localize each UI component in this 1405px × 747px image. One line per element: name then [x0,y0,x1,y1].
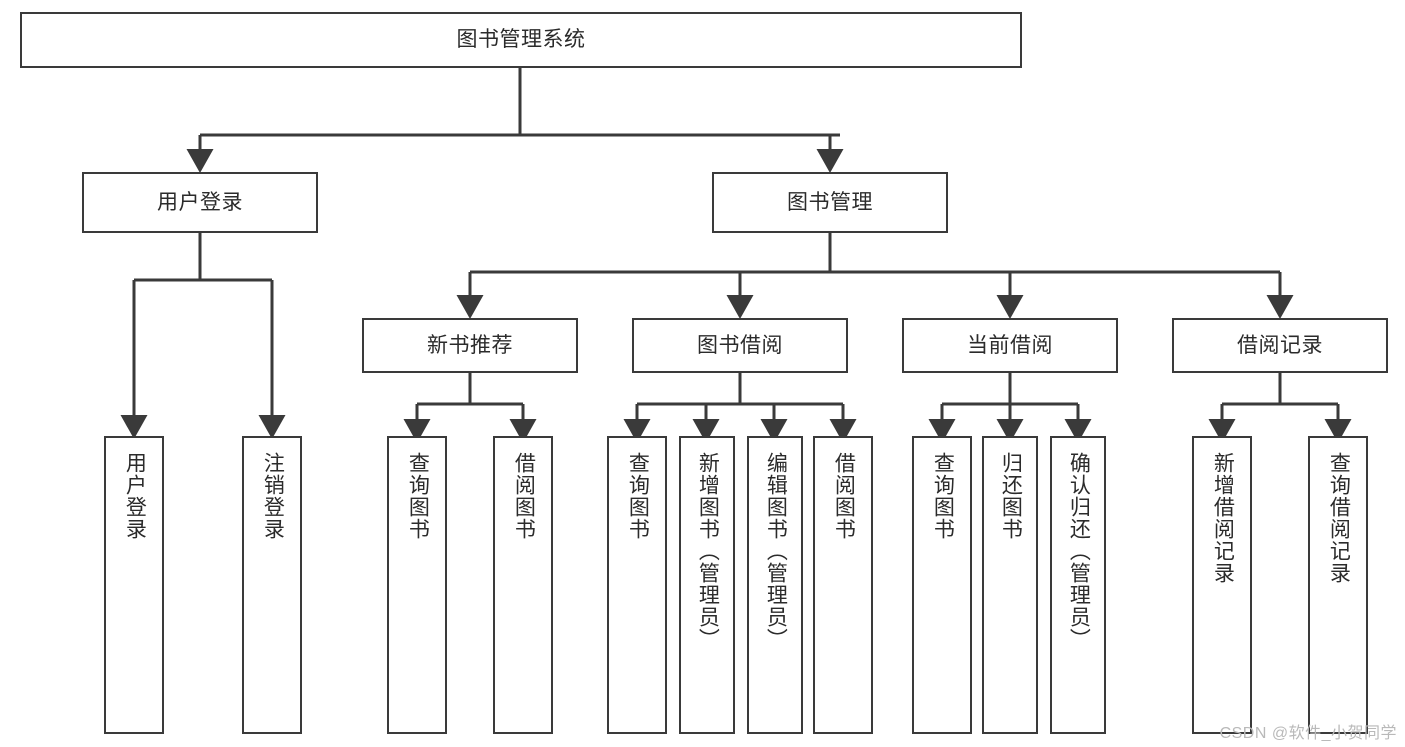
node-borrow-record[interactable]: 借阅记录 [1172,318,1388,373]
node-leaf-logout[interactable]: 注销登录 [242,436,302,734]
node-root-label: 图书管理系统 [456,28,586,52]
node-new-book-recommendation-label: 新书推荐 [427,333,513,357]
node-leaf-query-book-1-label: 查询图书 [406,452,430,540]
node-leaf-edit-book[interactable]: 编辑图书（管理员） [747,436,803,734]
node-current-borrow-label: 当前借阅 [967,333,1053,357]
node-leaf-confirm-return-label: 确认归还（管理员） [1067,452,1091,650]
node-leaf-query-book-2[interactable]: 查询图书 [607,436,667,734]
node-leaf-borrow-book-2[interactable]: 借阅图书 [813,436,873,734]
node-leaf-query-book-3-label: 查询图书 [931,452,955,540]
node-leaf-add-record[interactable]: 新增借阅记录 [1192,436,1252,734]
node-leaf-query-book-1[interactable]: 查询图书 [387,436,447,734]
node-user-login[interactable]: 用户登录 [82,172,318,233]
node-leaf-borrow-book-2-label: 借阅图书 [832,452,856,540]
node-leaf-add-book-label: 新增图书（管理员） [696,452,720,650]
node-leaf-query-book-3[interactable]: 查询图书 [912,436,972,734]
node-leaf-add-book[interactable]: 新增图书（管理员） [679,436,735,734]
node-leaf-add-record-label: 新增借阅记录 [1211,452,1235,584]
node-user-login-label: 用户登录 [157,190,243,214]
node-borrow-record-label: 借阅记录 [1237,333,1323,357]
node-leaf-edit-book-label: 编辑图书（管理员） [764,452,788,650]
node-leaf-query-record[interactable]: 查询借阅记录 [1308,436,1368,734]
node-leaf-user-login[interactable]: 用户登录 [104,436,164,734]
node-leaf-logout-label: 注销登录 [261,452,285,540]
node-leaf-query-record-label: 查询借阅记录 [1327,452,1351,584]
node-leaf-return-book-label: 归还图书 [999,452,1023,540]
node-leaf-return-book[interactable]: 归还图书 [982,436,1038,734]
node-book-borrow-label: 图书借阅 [697,333,783,357]
node-book-manage[interactable]: 图书管理 [712,172,948,233]
node-leaf-user-login-label: 用户登录 [123,452,147,540]
node-leaf-borrow-book-1[interactable]: 借阅图书 [493,436,553,734]
node-new-book-recommendation[interactable]: 新书推荐 [362,318,578,373]
node-leaf-borrow-book-1-label: 借阅图书 [512,452,536,540]
node-book-borrow[interactable]: 图书借阅 [632,318,848,373]
node-root[interactable]: 图书管理系统 [20,12,1022,68]
csdn-watermark: CSDN @软件_小贺同学 [1219,725,1397,742]
node-current-borrow[interactable]: 当前借阅 [902,318,1118,373]
node-leaf-query-book-2-label: 查询图书 [626,452,650,540]
node-leaf-confirm-return[interactable]: 确认归还（管理员） [1050,436,1106,734]
node-book-manage-label: 图书管理 [787,190,873,214]
